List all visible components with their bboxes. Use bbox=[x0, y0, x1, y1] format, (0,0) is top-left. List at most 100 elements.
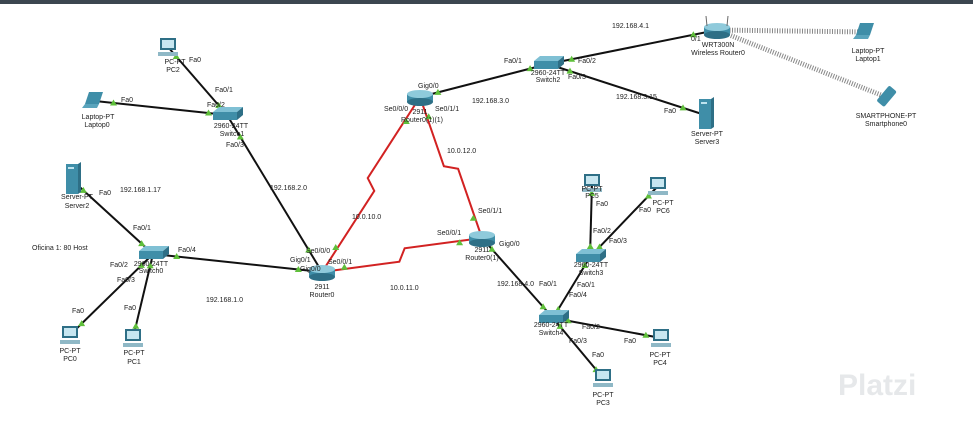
link-switch0-pc1[interactable] bbox=[132, 253, 154, 339]
link-router0-router01_1[interactable] bbox=[321, 96, 421, 273]
ethernet-cable[interactable] bbox=[552, 317, 662, 339]
router0-model: 2911 bbox=[314, 284, 329, 291]
port-label: Fa0/2 bbox=[582, 324, 600, 331]
port-label: Se0/0/1 bbox=[437, 230, 461, 237]
link-server2-switch0[interactable] bbox=[71, 179, 154, 255]
link-switch0-pc0[interactable] bbox=[69, 253, 154, 336]
port-status-up-icon bbox=[137, 261, 145, 268]
switch3-switch-icon[interactable] bbox=[576, 249, 606, 262]
switch0-model: 2960-24TT bbox=[134, 261, 169, 268]
link-switch3-pc6[interactable] bbox=[589, 185, 659, 258]
laptop1-name: Laptop1 bbox=[855, 56, 880, 63]
port-status-up-icon bbox=[564, 317, 572, 324]
port-status-up-icon bbox=[596, 243, 604, 250]
port-label: Se0/0/0 bbox=[306, 248, 330, 255]
link-router01-switch4[interactable] bbox=[481, 237, 554, 319]
pc0-pc-icon[interactable] bbox=[60, 326, 80, 344]
port-label: Fa0 bbox=[639, 207, 651, 214]
router0-router-icon[interactable] bbox=[309, 265, 335, 281]
smartphone0-name: Smartphone0 bbox=[865, 121, 907, 128]
laptop0-laptop-icon[interactable] bbox=[82, 92, 103, 108]
port-status-up-icon bbox=[588, 189, 596, 196]
serial-cable[interactable] bbox=[321, 237, 483, 273]
pc5-pc-icon[interactable] bbox=[582, 174, 602, 192]
ethernet-cable[interactable] bbox=[94, 100, 228, 116]
port-status-up-icon bbox=[556, 322, 564, 329]
switch4-switch-icon[interactable] bbox=[539, 310, 569, 323]
laptop1-laptop-icon[interactable] bbox=[853, 23, 874, 39]
switch0-switch-icon[interactable] bbox=[139, 246, 169, 259]
ethernet-cable[interactable] bbox=[152, 253, 323, 273]
link-switch2-wrt[interactable] bbox=[547, 29, 718, 65]
platzi-watermark: Platzi bbox=[838, 369, 916, 402]
port-label: Fa0/4 bbox=[569, 292, 587, 299]
pc1-pc-icon[interactable] bbox=[123, 329, 143, 347]
port-label: Fa0/1 bbox=[577, 282, 595, 289]
laptop1-model: Laptop-PT bbox=[852, 48, 885, 55]
link-switch1-router0[interactable] bbox=[226, 114, 323, 273]
link-wrt-smartphone0[interactable] bbox=[716, 27, 887, 100]
pc4-pc-icon[interactable] bbox=[651, 329, 671, 347]
wrt-model: WRT300N bbox=[702, 42, 735, 49]
link-switch2-server3[interactable] bbox=[547, 63, 706, 116]
port-label: 0/1 bbox=[691, 36, 701, 43]
port-status-up-icon bbox=[526, 65, 534, 72]
port-status-up-icon bbox=[469, 214, 477, 221]
server2-model: Server-PT bbox=[61, 194, 94, 201]
link-switch4-pc4[interactable] bbox=[552, 317, 662, 339]
wrt-name: Wireless Router0 bbox=[691, 50, 745, 57]
switch1-switch-icon[interactable] bbox=[213, 107, 243, 120]
pc3-pc-icon[interactable] bbox=[593, 369, 613, 387]
router01-router-icon[interactable] bbox=[469, 231, 495, 247]
port-label: Se0/0/0 bbox=[384, 106, 408, 113]
link-laptop0-switch1[interactable] bbox=[94, 99, 228, 116]
link-router01_1-router01[interactable] bbox=[419, 96, 483, 239]
ethernet-cable[interactable] bbox=[226, 114, 323, 273]
pc2-model: PC-PT bbox=[165, 59, 187, 66]
port-label: Fa0 bbox=[592, 352, 604, 359]
port-label: Fa0/3 bbox=[226, 142, 244, 149]
ethernet-cable[interactable] bbox=[547, 29, 718, 65]
port-label: Fa0/1 bbox=[215, 87, 233, 94]
ethernet-cable[interactable] bbox=[419, 63, 549, 98]
port-status-up-icon bbox=[109, 99, 117, 106]
server2-server-icon[interactable] bbox=[66, 162, 81, 194]
link-router01_1-switch2[interactable] bbox=[419, 63, 549, 98]
port-status-up-icon bbox=[132, 322, 140, 329]
smartphone0-phone-icon[interactable] bbox=[876, 85, 897, 107]
port-label: Fa0 bbox=[596, 201, 608, 208]
port-label: Gig0/0 bbox=[499, 241, 520, 248]
serial-cable[interactable] bbox=[419, 96, 483, 239]
port-status-up-icon bbox=[138, 240, 146, 247]
port-status-up-icon bbox=[642, 331, 650, 338]
router01-1-name: Router0(1)(1) bbox=[401, 117, 443, 124]
server3-server-icon[interactable] bbox=[699, 97, 714, 129]
ethernet-cable[interactable] bbox=[547, 63, 706, 116]
pc6-model: PC-PT bbox=[653, 200, 675, 207]
link-router0-router01[interactable] bbox=[321, 237, 483, 273]
port-label: Fa0 bbox=[189, 57, 201, 64]
link-wrt-laptop1[interactable] bbox=[716, 27, 867, 35]
port-status-up-icon bbox=[236, 133, 244, 140]
note-192-168-4-1: 192.168.4.1 bbox=[612, 23, 649, 30]
serial-cable[interactable] bbox=[321, 96, 421, 273]
switch2-switch-icon[interactable] bbox=[534, 56, 564, 69]
pc2-pc-icon[interactable] bbox=[158, 38, 178, 56]
wrt-wrt-icon[interactable] bbox=[704, 15, 730, 39]
link-pc2-switch1[interactable] bbox=[167, 46, 228, 116]
switch3-model: 2960-24TT bbox=[574, 262, 609, 269]
router01_1-router-icon[interactable] bbox=[407, 90, 433, 106]
link-switch3-pc5[interactable] bbox=[586, 182, 596, 258]
port-status-up-icon bbox=[689, 31, 697, 38]
port-status-up-icon bbox=[205, 109, 213, 116]
port-status-up-icon bbox=[488, 245, 496, 252]
link-switch0-router0[interactable] bbox=[152, 253, 323, 273]
window-top-border bbox=[0, 0, 973, 4]
pc6-pc-icon[interactable] bbox=[648, 177, 668, 195]
switch0-name: Switch0 bbox=[139, 268, 164, 275]
wireless-link bbox=[716, 27, 887, 100]
router0-name: Router0 bbox=[310, 292, 335, 299]
port-status-up-icon bbox=[172, 53, 180, 60]
pc3-model: PC-PT bbox=[593, 392, 615, 399]
